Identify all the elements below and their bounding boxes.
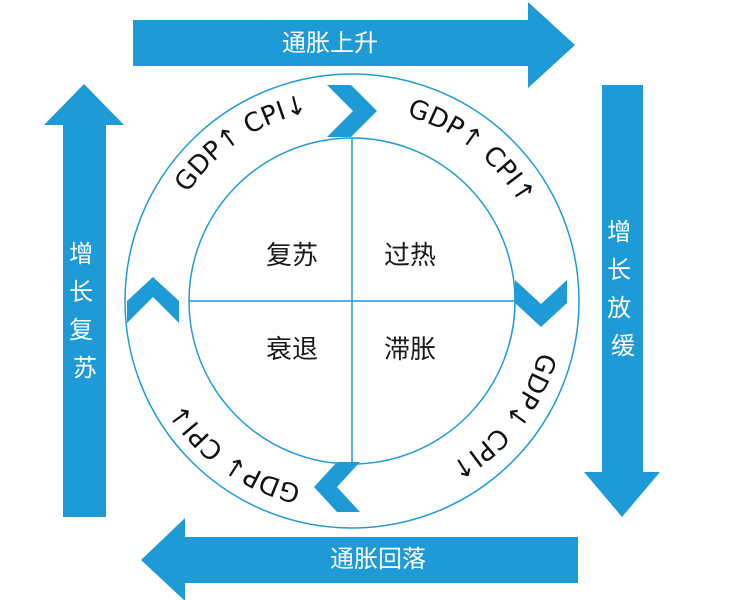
chevron-top-icon: [327, 85, 377, 137]
arrow-bottom: 通胀回落: [141, 518, 578, 600]
arrow-left-char: 增: [69, 240, 93, 268]
arrow-right-label: 增 长 放 缓: [607, 218, 639, 360]
arrow-left-label: 增 长 复 苏: [69, 240, 101, 382]
cycle-ring: [124, 73, 580, 529]
arrow-bottom-label: 通胀回落: [330, 545, 426, 573]
arrow-top-label: 通胀上升: [282, 29, 378, 57]
ring-label-bottom-right: GDP↓ CPI↑: [445, 349, 561, 485]
arrow-left-char: 复: [69, 316, 93, 344]
arrow-right: 增 长 放 缓: [584, 85, 660, 517]
chevron-right-icon: [515, 280, 567, 327]
arrow-right-char: 放: [607, 294, 631, 322]
ring-label-top-left: GDP↑ CPI↓: [169, 90, 310, 198]
chevron-left-icon: [127, 277, 179, 323]
arrow-right-char: 缓: [611, 332, 635, 360]
arrow-left-char: 长: [69, 278, 93, 306]
quadrant-recession: 衰退: [266, 335, 318, 365]
quadrant-overheat: 过热: [384, 241, 436, 271]
arrow-left: 增 长 复 苏: [44, 84, 124, 517]
quadrant-recovery: 复苏: [266, 241, 318, 271]
arrow-right-char: 长: [607, 256, 631, 284]
quadrant-stagflation: 滞胀: [384, 335, 436, 365]
arrow-right-char: 增: [607, 218, 631, 246]
arrow-top: 通胀上升: [133, 2, 575, 88]
chevron-bottom-icon: [314, 462, 360, 512]
outer-circle: [124, 73, 580, 529]
arrow-left-char: 苏: [73, 354, 97, 382]
